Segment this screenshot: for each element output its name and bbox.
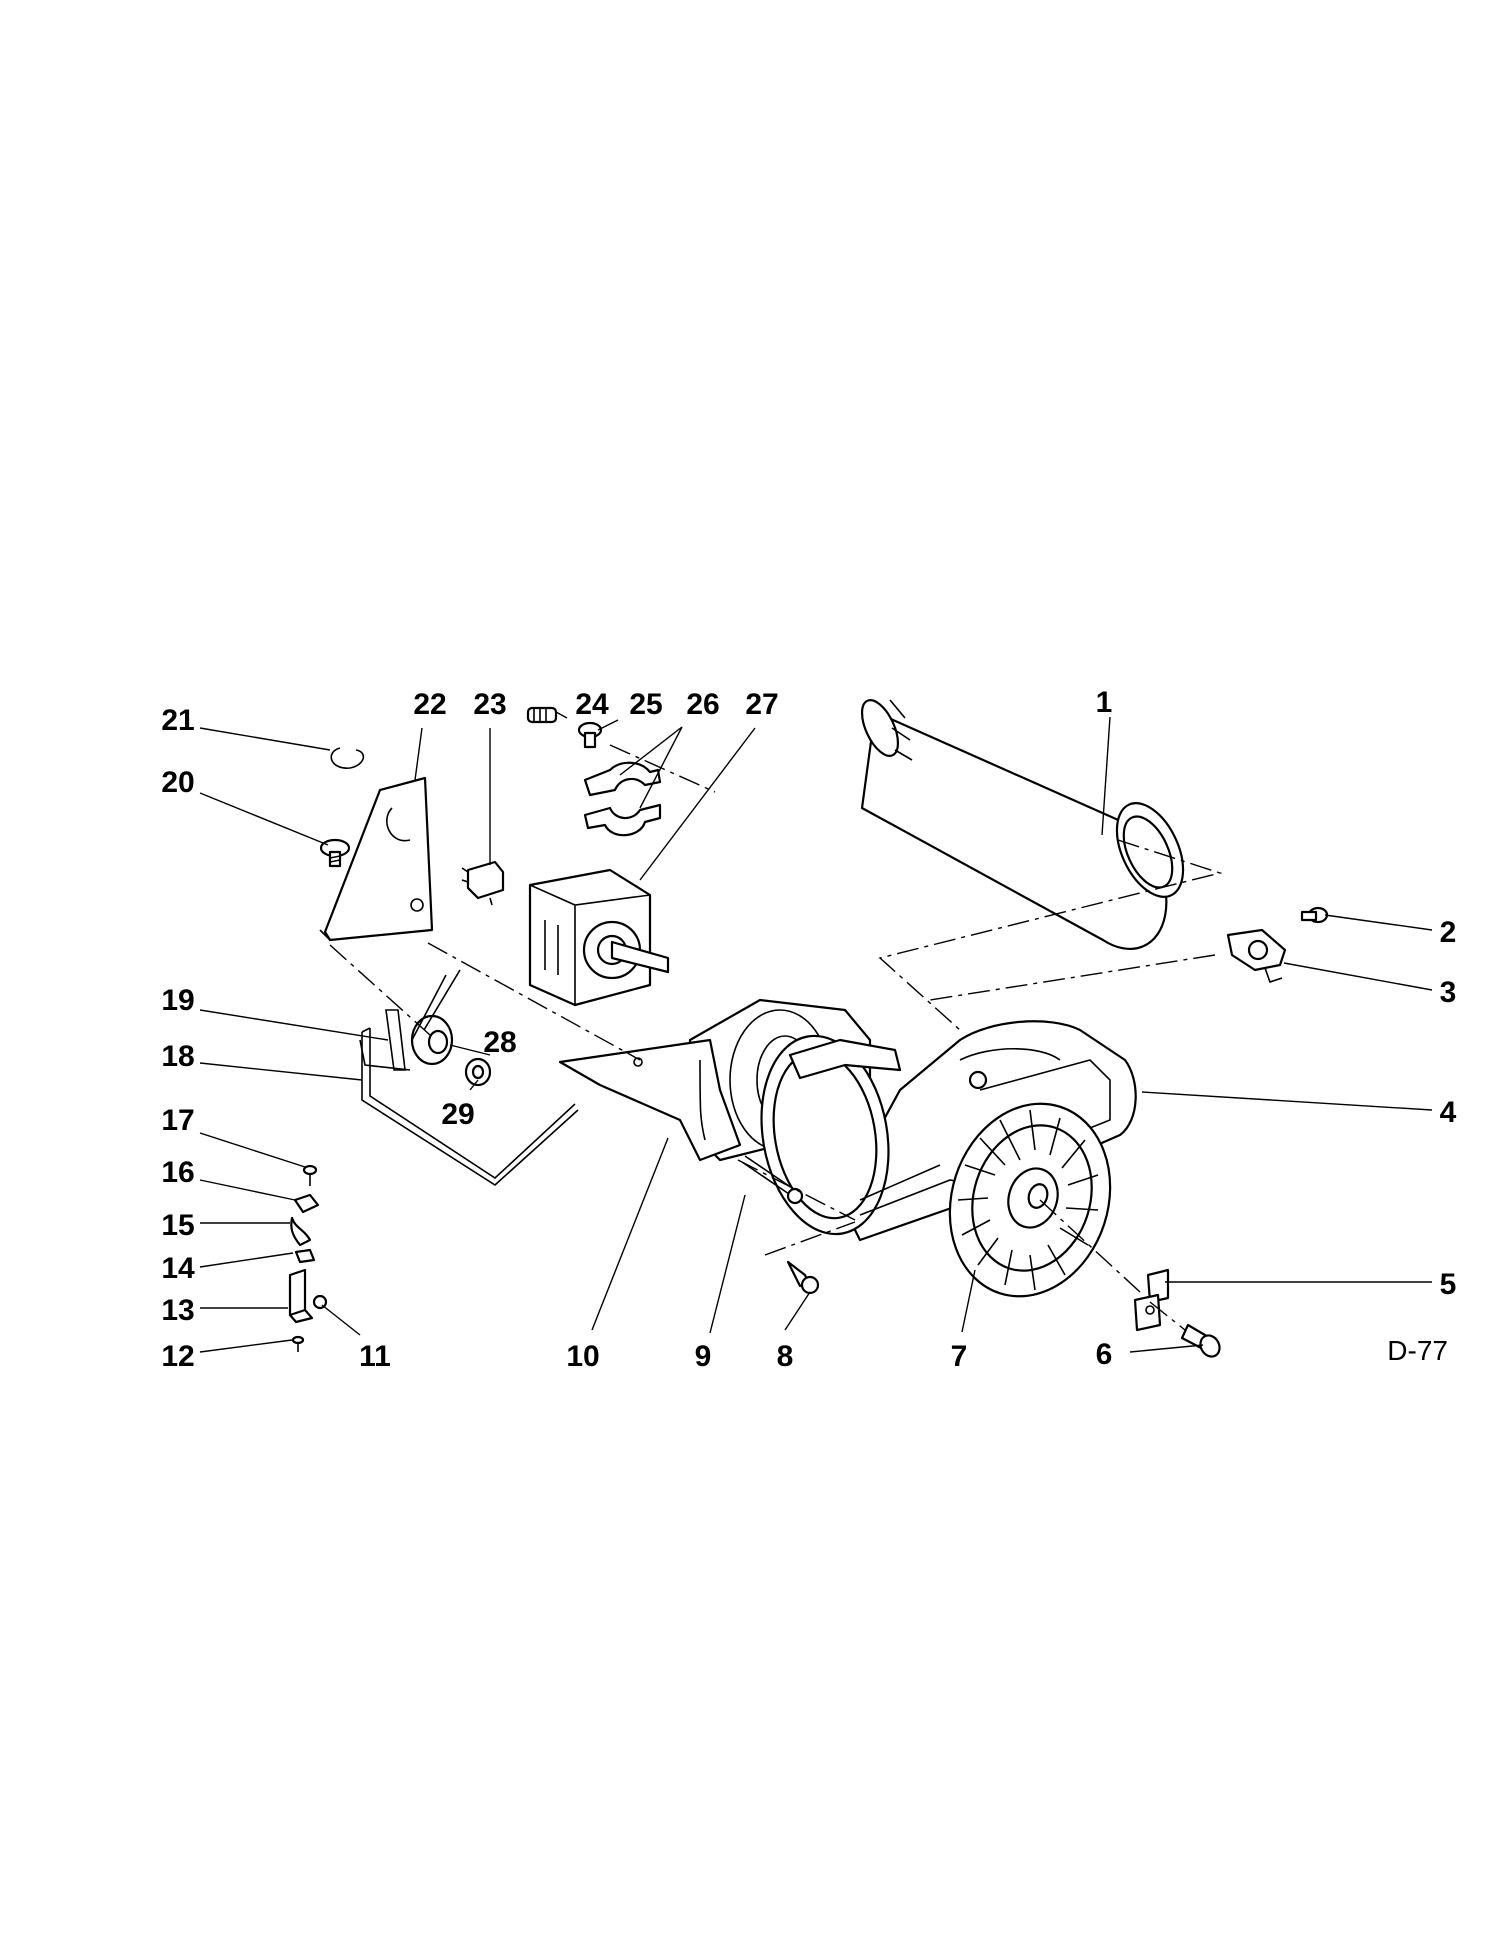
callout-3: 3 [1440,976,1457,1009]
part-29-idler [464,1057,492,1087]
part-20-screw [319,838,351,868]
callout-22: 22 [413,688,446,721]
part-3-thermostat [1226,928,1287,984]
callout-6: 6 [1096,1338,1113,1371]
callout-21: 21 [161,704,194,737]
callout-24: 24 [575,688,609,721]
part-27-motor [528,868,670,1007]
assembly-lines [329,744,1223,1331]
callout-19: 19 [161,984,194,1017]
callout-2: 2 [1440,916,1457,949]
callout-23: 23 [473,688,506,721]
callout-12: 12 [161,1340,194,1373]
callout-18: 18 [161,1040,194,1073]
callout-15: 15 [161,1209,194,1242]
callout-5: 5 [1440,1268,1457,1301]
part-8-screw [786,1260,820,1295]
part-7-fan-wheel [948,1102,1112,1298]
part-18-rod [361,1027,579,1187]
callout-25: 25 [629,688,662,721]
callout-10: 10 [566,1340,599,1373]
callout-27: 27 [745,688,778,721]
callout-4: 4 [1440,1096,1457,1129]
callout-28: 28 [483,1026,516,1059]
part-1-tube [860,699,1185,951]
part-15-clip [290,1216,312,1247]
part-9-bolt [741,1155,804,1205]
housing-ring [760,1034,1001,1236]
part-26-clamp [583,761,662,837]
callout-8: 8 [777,1340,794,1373]
callout-7: 7 [951,1340,968,1373]
drawing-code-label: D-77 [1387,1335,1448,1366]
part-16-nut [293,1193,320,1214]
part-6-screw [1180,1323,1221,1358]
callout-26: 26 [686,688,719,721]
part-25-screw [577,721,603,749]
callout-labels: 1 2 3 4 5 6 7 8 9 10 11 12 13 14 15 16 1… [161,686,1456,1373]
part-14-pad [294,1248,316,1264]
part-13-bracket [288,1268,314,1324]
part-23-switch [461,860,505,906]
callout-16: 16 [161,1156,194,1189]
part-5-bracket [1133,1268,1170,1332]
leader-lines [199,711,1433,1353]
part-17-screw [302,1164,318,1186]
callout-17: 17 [161,1104,194,1137]
callout-29: 29 [441,1098,474,1131]
part-28-pulley [410,969,461,1066]
callout-11: 11 [359,1340,391,1373]
part-2-screw [1300,906,1329,924]
part-12-screw [291,1335,305,1352]
callout-20: 20 [161,766,194,799]
callout-14: 14 [161,1252,195,1285]
part-24-screw [526,706,558,724]
part-22-bracket [319,776,434,942]
callout-1: 1 [1096,686,1113,719]
callout-9: 9 [695,1340,712,1373]
part-21-clip [330,747,365,769]
callout-13: 13 [161,1294,194,1327]
